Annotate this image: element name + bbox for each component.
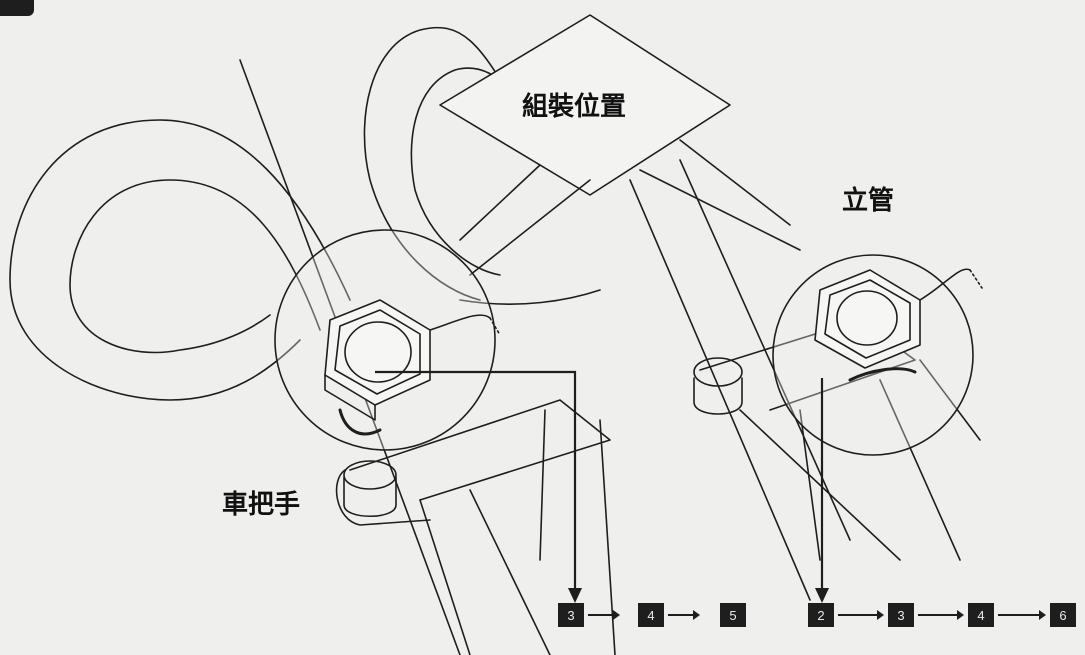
step-box: 5: [720, 603, 746, 627]
step-box: 4: [638, 603, 664, 627]
step-box: 2: [808, 603, 834, 627]
stem-label: 立管: [842, 186, 895, 216]
step-badge-icon: [0, 0, 34, 16]
step-box: 3: [888, 603, 914, 627]
handlebar-drop-right: [363, 26, 521, 301]
handlebar-label: 車把手: [222, 490, 301, 520]
arrow-right-icon: [668, 610, 700, 620]
handlebar-drop-left-inner: [69, 179, 321, 354]
step-box: 4: [968, 603, 994, 627]
step-box: 3: [558, 603, 584, 627]
arrow-right-icon: [918, 610, 964, 620]
mount-position-label: 組裝位置: [522, 92, 627, 122]
arrow-right-icon: [998, 610, 1046, 620]
left-stem: [349, 399, 611, 501]
handlebar-drop-left: [9, 119, 351, 401]
step-box: 6: [1050, 603, 1076, 627]
arrow-right-icon: [588, 610, 620, 620]
arrow-right-icon: [838, 610, 884, 620]
